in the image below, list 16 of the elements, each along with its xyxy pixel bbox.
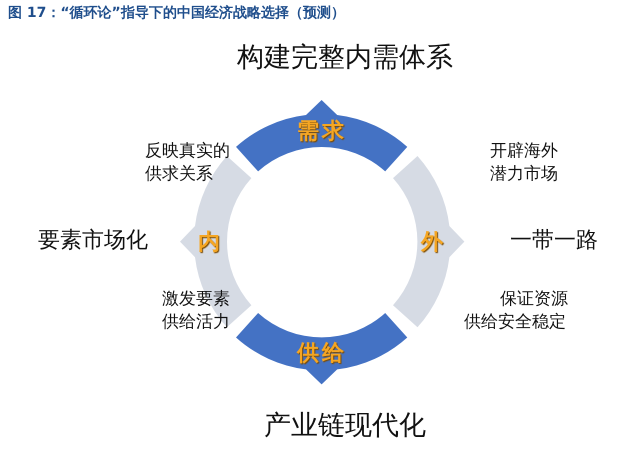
ring-segment — [392, 156, 464, 328]
segment-label: 供给 — [296, 339, 347, 368]
outer-heading: 构建完整内需体系 — [236, 41, 454, 75]
ring-segment — [236, 100, 408, 172]
segment-label: 内 — [198, 228, 223, 257]
figure-title: 图 17：“循环论”指导下的中国经济战略选择（预测） — [8, 4, 345, 22]
segment-label: 需求 — [296, 116, 347, 146]
outer-heading: 产业链现代化 — [263, 409, 427, 443]
outer-heading: 一带一路 — [510, 227, 598, 255]
outer-heading: 要素市场化 — [38, 227, 148, 255]
note-text: 保证资源供给安全稳定 — [464, 288, 569, 334]
note-text: 反映真实的供求关系 — [145, 140, 231, 186]
ring-segment — [236, 312, 408, 384]
note-text: 激发要素供给活力 — [162, 288, 231, 334]
segment-label: 外 — [420, 228, 446, 257]
note-text: 开辟海外潜力市场 — [490, 140, 559, 186]
